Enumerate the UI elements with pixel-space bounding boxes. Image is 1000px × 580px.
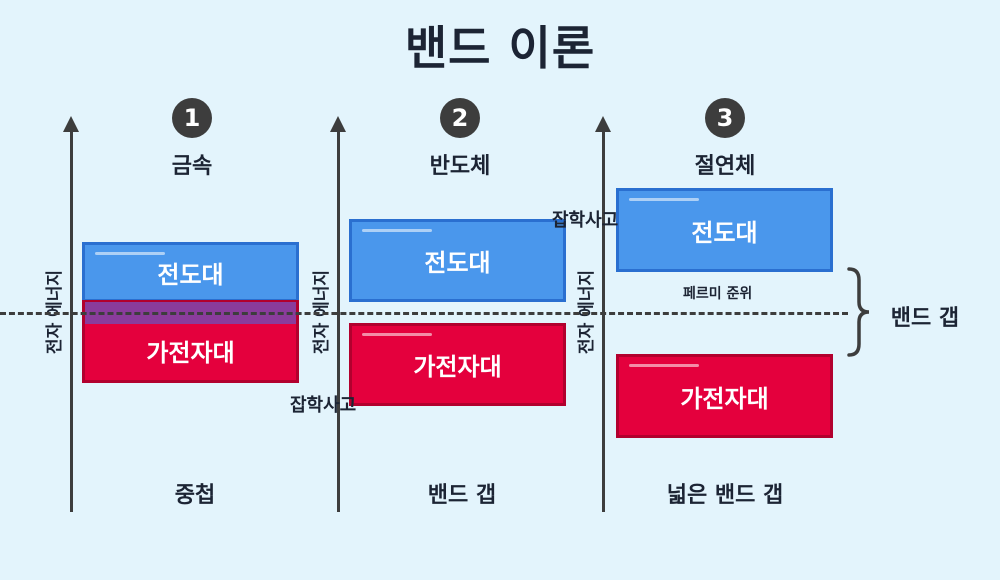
material-label-metal: 금속 [171, 154, 213, 179]
highlight-stroke [629, 198, 699, 201]
fermi-level-line [0, 312, 848, 315]
material-label-insulator: 절연체 [694, 154, 756, 179]
y-axis-arrowhead [595, 116, 611, 132]
y-axis [337, 130, 340, 512]
highlight-stroke [362, 229, 432, 232]
material-label-semiconductor: 반도체 [429, 154, 491, 179]
caption-wide-band-gap: 넓은 밴드 갭 [666, 483, 784, 508]
conduction-band-metal: 전도대 [82, 242, 299, 302]
conduction-band-label: 전도대 [424, 249, 491, 277]
step-number-badge: 1 [172, 98, 212, 138]
valence-band-label: 가전자대 [680, 384, 769, 413]
y-axis-arrowhead [330, 116, 346, 132]
y-axis-arrowhead [63, 116, 79, 132]
conduction-band-semiconductor: 전도대 [349, 219, 566, 302]
valence-band-label: 가전자대 [146, 339, 235, 367]
caption-band-gap: 밴드 갭 [427, 483, 497, 508]
conduction-band-label: 전도대 [157, 260, 224, 289]
conduction-band-insulator: 전도대 [616, 188, 833, 272]
fermi-level-label: 페르미 준위 [683, 286, 753, 302]
watermark: 잡학사고 [552, 210, 619, 231]
curly-brace-icon [847, 267, 870, 357]
y-axis [70, 130, 73, 512]
highlight-stroke [95, 252, 165, 255]
caption-overlap: 중첩 [174, 483, 216, 508]
y-axis [602, 130, 605, 512]
highlight-stroke [629, 364, 699, 367]
valence-band-label: 가전자대 [413, 353, 502, 381]
highlight-stroke [362, 333, 432, 336]
conduction-band-label: 전도대 [691, 218, 758, 247]
valence-band-semiconductor: 가전자대 [349, 323, 566, 406]
watermark: 잡학사고 [290, 395, 357, 416]
step-number-badge: 2 [440, 98, 480, 138]
band-gap-label: 밴드 갭 [890, 306, 960, 331]
page-title: 밴드 이론 [404, 21, 596, 75]
valence-band-insulator: 가전자대 [616, 354, 833, 438]
step-number-badge: 3 [705, 98, 745, 138]
